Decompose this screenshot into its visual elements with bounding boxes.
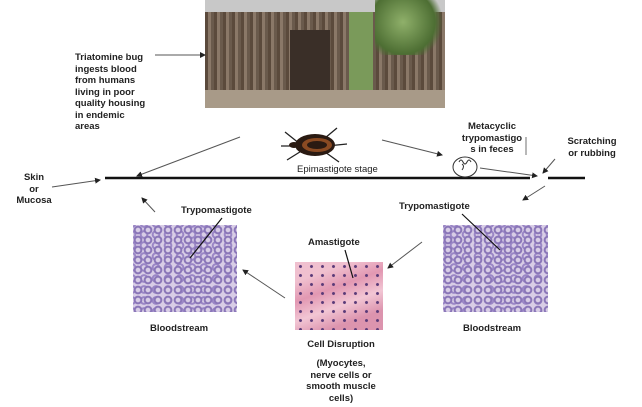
trypomastigote-right-label: Trypomastigote	[399, 201, 470, 212]
epimastigote-label: Epimastigote stage	[297, 164, 378, 175]
triatomine-bug-image	[281, 127, 348, 163]
amastigote-label: Amastigote	[308, 237, 360, 248]
blood-smear-left-image	[133, 225, 237, 312]
bloodstream-right-label: Bloodstream	[463, 323, 522, 334]
blood-smear-right-image	[443, 225, 548, 312]
bloodstream-left-label: Bloodstream	[150, 323, 209, 334]
cell-disruption-label: Cell Disruption	[307, 339, 375, 350]
tissue-amastigote-image	[295, 262, 383, 330]
trypomastigote-left-label: Trypomastigote	[181, 205, 252, 216]
housing-photo	[205, 0, 445, 108]
metacyclic-feces-icon	[452, 156, 478, 178]
